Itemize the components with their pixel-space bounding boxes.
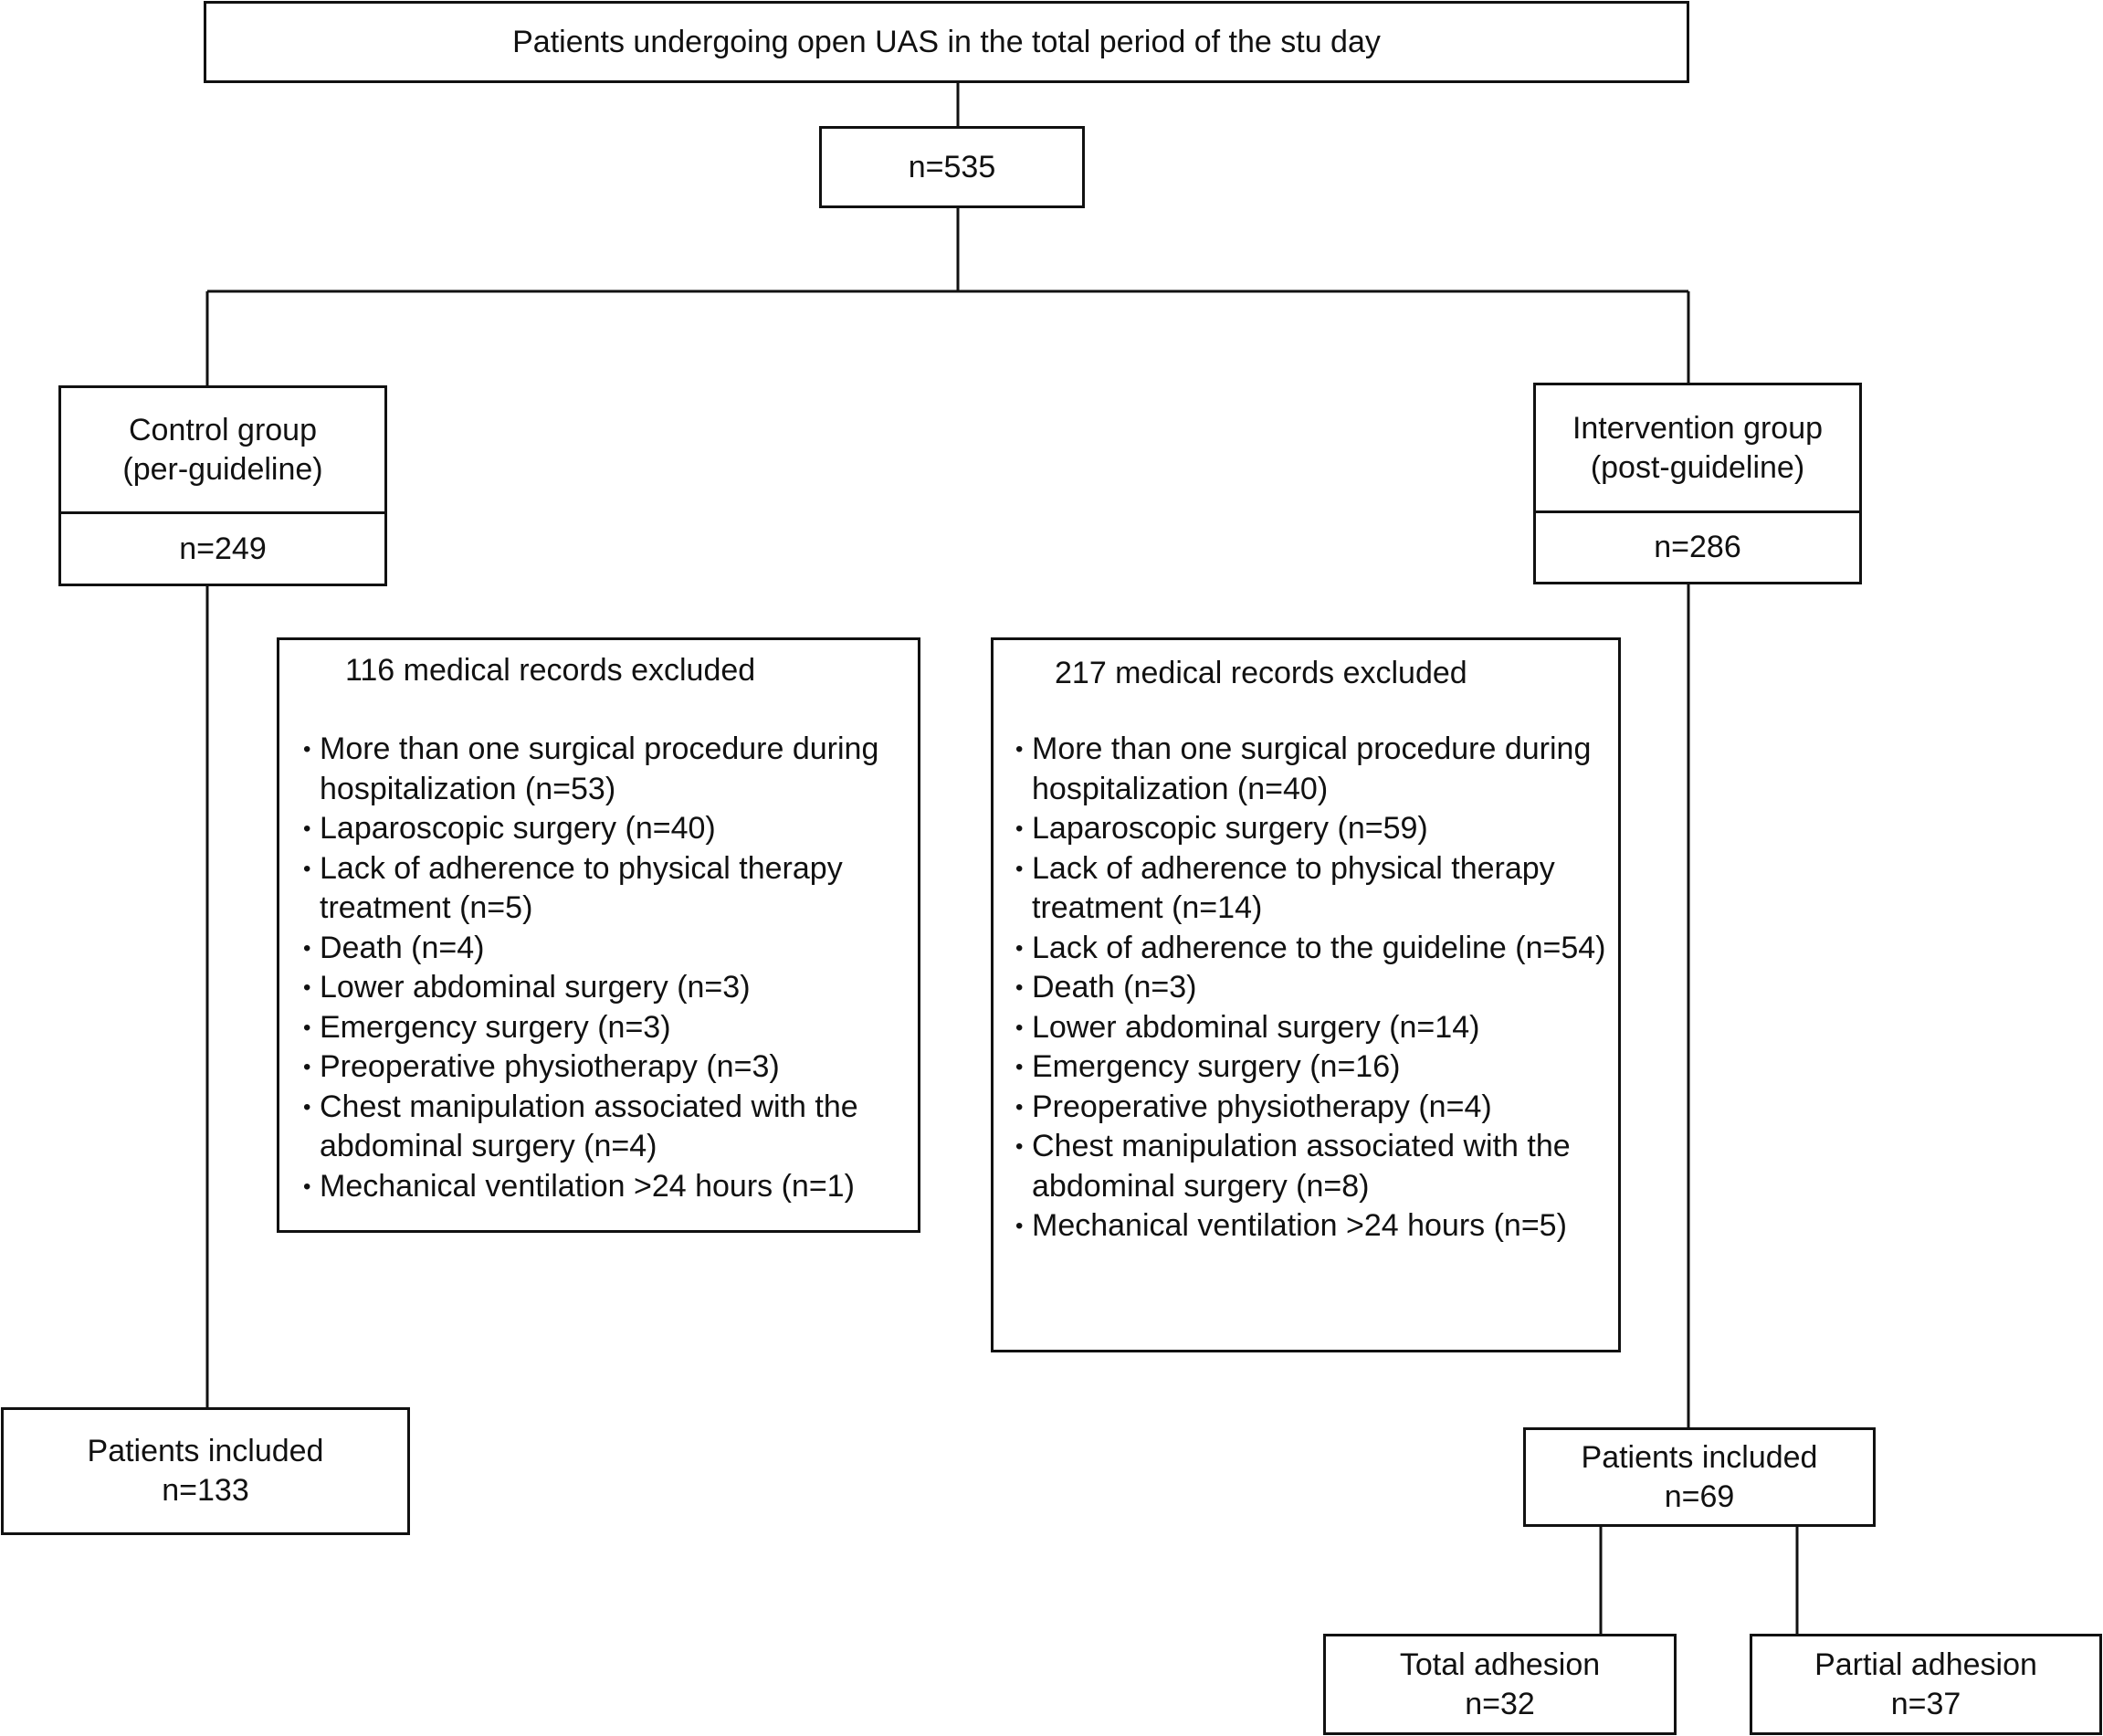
exclusion-item: • Preoperative physiotherapy (n=4) <box>1015 1088 1614 1128</box>
total-patients-count: n=535 <box>908 149 996 184</box>
intervention-group-count: n=286 <box>1654 530 1741 564</box>
control-group-divider <box>61 511 384 514</box>
exclusion-text: Chest manipulation associated with the a… <box>320 1089 858 1164</box>
bullet-icon: • <box>1015 856 1024 881</box>
exclusion-item: • Death (n=3) <box>1015 968 1614 1008</box>
total-adhesion-count: n=32 <box>1465 1686 1535 1721</box>
bullet-icon: • <box>303 975 311 1000</box>
exclusion-text: Death (n=3) <box>1032 970 1197 1005</box>
exclusion-item: • Death (n=4) <box>303 929 910 969</box>
total-patients-box: n=535 <box>819 126 1085 208</box>
bullet-icon: • <box>1015 1094 1024 1120</box>
exclusion-text: Laparoscopic surgery (n=40) <box>320 811 716 846</box>
control-group-box: Control group (per-guideline) n=249 <box>58 385 387 586</box>
bullet-icon: • <box>303 1094 311 1120</box>
control-included-box: Patients included n=133 <box>1 1407 410 1535</box>
bullet-icon: • <box>1015 935 1024 961</box>
control-included-count: n=133 <box>162 1473 249 1508</box>
exclusion-item: • Lower abdominal surgery (n=14) <box>1015 1008 1614 1048</box>
control-group-label: Control group <box>128 412 317 447</box>
exclusion-text: Lack of adherence to physical therapy tr… <box>1032 850 1555 926</box>
partial-adhesion-box: Partial adhesion n=37 <box>1750 1634 2102 1735</box>
exclusion-item: • Chest manipulation associated with the … <box>303 1088 910 1167</box>
exclusion-item: • Preoperative physiotherapy (n=3) <box>303 1047 910 1088</box>
bullet-icon: • <box>1015 1015 1024 1040</box>
exclusion-text: Emergency surgery (n=16) <box>1032 1049 1401 1084</box>
control-included-label: Patients included <box>87 1434 324 1468</box>
bullet-icon: • <box>303 737 311 762</box>
exclusion-item: • Lack of adherence to the guideline (n=5… <box>1015 929 1614 969</box>
intervention-exclusions-title: 217 medical records excluded <box>1055 656 1467 690</box>
exclusion-text: More than one surgical procedure during … <box>1032 731 1592 806</box>
control-exclusions-title: 116 medical records excluded <box>345 653 756 688</box>
exclusion-text: More than one surgical procedure during … <box>320 731 879 806</box>
control-exclusions-list: • More than one surgical procedure during… <box>303 730 910 1206</box>
exclusion-item: • Emergency surgery (n=3) <box>303 1008 910 1048</box>
bullet-icon: • <box>1015 1055 1024 1079</box>
bullet-icon: • <box>1015 1134 1024 1159</box>
study-period-title: Patients undergoing open UAS in the tota… <box>512 24 1381 59</box>
control-group-sublabel: (per-guideline) <box>122 451 323 487</box>
exclusion-item: • Lack of adherence to physical therapy t… <box>303 849 910 929</box>
bullet-icon: • <box>303 935 311 961</box>
total-adhesion-label: Total adhesion <box>1399 1647 1601 1682</box>
exclusion-text: Laparoscopic surgery (n=59) <box>1032 811 1428 846</box>
exclusion-item: • More than one surgical procedure during… <box>303 730 910 809</box>
exclusion-item: • More than one surgical procedure during… <box>1015 730 1614 809</box>
exclusion-item: • Emergency surgery (n=16) <box>1015 1047 1614 1088</box>
exclusion-text: Preoperative physiotherapy (n=4) <box>1032 1089 1492 1124</box>
bullet-icon: • <box>1015 975 1024 1000</box>
intervention-exclusions-box: 217 medical records excluded • More than … <box>991 637 1621 1352</box>
intervention-group-divider <box>1536 510 1859 513</box>
exclusion-item: • Lower abdominal surgery (n=3) <box>303 968 910 1008</box>
intervention-group-box: Intervention group (post-guideline) n=28… <box>1533 383 1862 584</box>
study-period-box: Patients undergoing open UAS in the tota… <box>204 1 1689 83</box>
intervention-group-sublabel: (post-guideline) <box>1590 449 1805 485</box>
exclusion-text: Mechanical ventilation >24 hours (n=5) <box>1032 1208 1567 1243</box>
exclusion-item: • Chest manipulation associated with the … <box>1015 1127 1614 1206</box>
exclusion-text: Mechanical ventilation >24 hours (n=1) <box>320 1168 855 1204</box>
bullet-icon: • <box>1015 816 1024 841</box>
bullet-icon: • <box>303 1173 311 1199</box>
exclusion-text: Preoperative physiotherapy (n=3) <box>320 1049 780 1084</box>
exclusion-item: • Laparoscopic surgery (n=59) <box>1015 809 1614 849</box>
bullet-icon: • <box>1015 1214 1024 1238</box>
exclusion-text: Death (n=4) <box>320 930 485 965</box>
exclusion-text: Lack of adherence to the guideline (n=54… <box>1032 930 1606 965</box>
intervention-included-box: Patients included n=69 <box>1523 1427 1876 1527</box>
bullet-icon: • <box>303 1055 311 1079</box>
partial-adhesion-label: Partial adhesion <box>1814 1647 2037 1682</box>
intervention-exclusions-list: • More than one surgical procedure during… <box>1015 730 1614 1247</box>
bullet-icon: • <box>1015 737 1024 762</box>
total-adhesion-box: Total adhesion n=32 <box>1323 1634 1677 1735</box>
bullet-icon: • <box>303 1015 311 1040</box>
exclusion-text: Emergency surgery (n=3) <box>320 1009 671 1045</box>
intervention-included-label: Patients included <box>1581 1439 1818 1475</box>
exclusion-item: • Mechanical ventilation >24 hours (n=1) <box>303 1167 910 1207</box>
exclusion-text: Lower abdominal surgery (n=3) <box>320 970 751 1005</box>
intervention-included-count: n=69 <box>1664 1478 1735 1514</box>
control-group-count: n=249 <box>179 531 267 566</box>
exclusion-text: Chest manipulation associated with the a… <box>1032 1129 1571 1204</box>
intervention-group-label: Intervention group <box>1572 410 1824 446</box>
exclusion-item: • Laparoscopic surgery (n=40) <box>303 809 910 849</box>
exclusion-item: • Lack of adherence to physical therapy t… <box>1015 849 1614 929</box>
exclusion-text: Lower abdominal surgery (n=14) <box>1032 1009 1480 1045</box>
bullet-icon: • <box>303 816 311 841</box>
partial-adhesion-count: n=37 <box>1890 1686 1961 1721</box>
exclusion-text: Lack of adherence to physical therapy tr… <box>320 850 843 926</box>
bullet-icon: • <box>303 856 311 881</box>
exclusion-item: • Mechanical ventilation >24 hours (n=5) <box>1015 1206 1614 1247</box>
control-exclusions-box: 116 medical records excluded • More than … <box>277 637 920 1233</box>
